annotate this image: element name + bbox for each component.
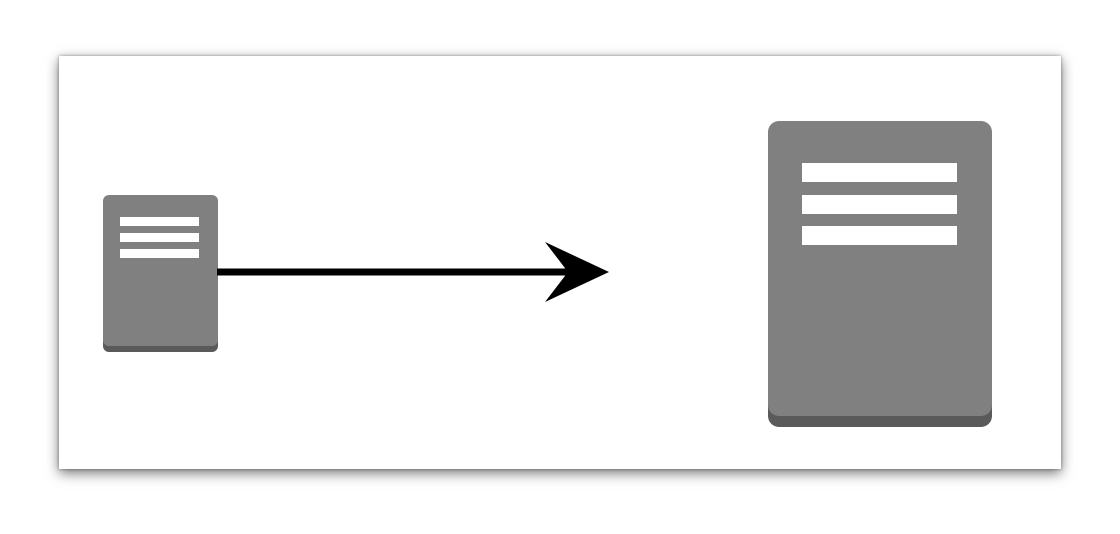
small-server-line-3 [120, 249, 199, 258]
connector-arrow [217, 242, 609, 302]
large-server-line-2 [802, 195, 957, 214]
large-server-body [768, 121, 992, 416]
large-server-icon [768, 121, 992, 427]
small-server-icon [103, 195, 218, 352]
large-server-line-3 [802, 226, 957, 245]
small-server-line-1 [120, 217, 199, 226]
large-server-line-1 [802, 163, 957, 182]
small-server-body [103, 195, 218, 346]
small-server-line-2 [120, 233, 199, 242]
arrow-head [545, 242, 609, 302]
